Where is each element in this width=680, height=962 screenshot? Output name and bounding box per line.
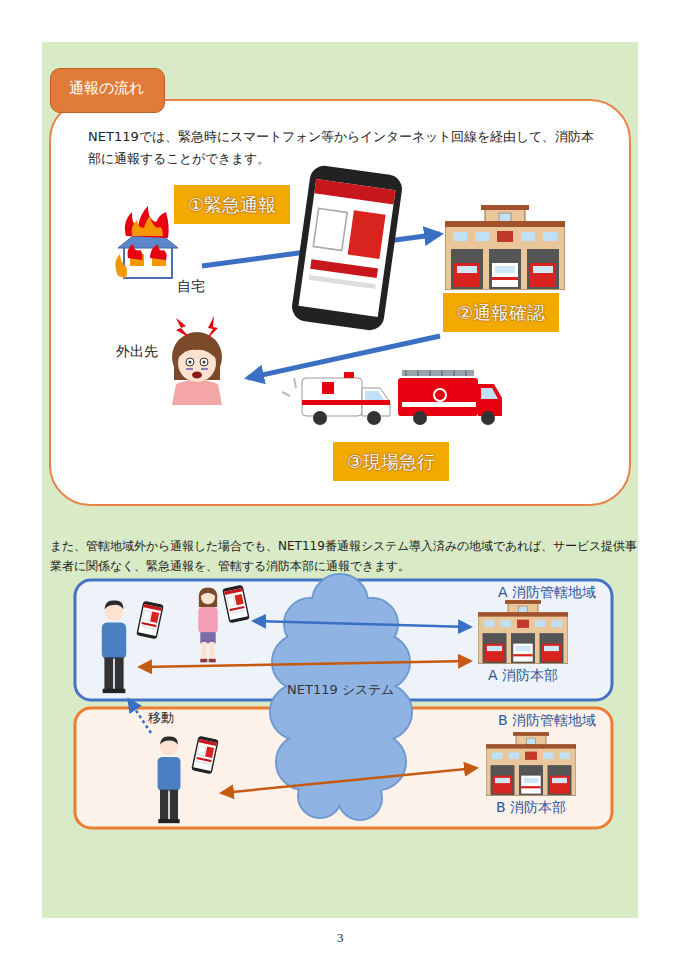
station-label: A 消防本部 [488,666,558,684]
intro-panel: NET119では、緊急時にスマートフォン等からインターネット回線を経由して、消防… [50,100,630,505]
node-text: NET119 システム [287,681,394,699]
place-label: 自宅 [177,277,205,295]
cloud-box: NET119 システム [287,681,394,699]
move-label: 移動 [148,710,174,727]
node-text: ③現場急行 [347,450,435,473]
page-number: 3 [337,930,344,947]
note-text: また、管轄地域外から通報した場合でも、NET119番通報システム導入済みの地域で… [50,536,640,577]
node-text: ②通報確認 [457,301,545,324]
step-box: ①緊急通報 [174,185,290,224]
node-text: NET119では、緊急時にスマートフォン等からインターネット回線を経由して、消防… [88,126,598,170]
node-text: B 消防管轄地域 [498,712,596,730]
step-box: ③現場急行 [333,442,449,481]
section-title: 通報の流れ [69,79,144,97]
station-label: B 消防本部 [496,798,566,816]
section-tab: 通報の流れ [50,68,165,113]
step-box: ②通報確認 [443,293,559,332]
node-text: ①緊急通報 [188,193,276,216]
node-text: A 消防管轄地域 [498,584,596,602]
place-label: 外出先 [116,342,158,360]
